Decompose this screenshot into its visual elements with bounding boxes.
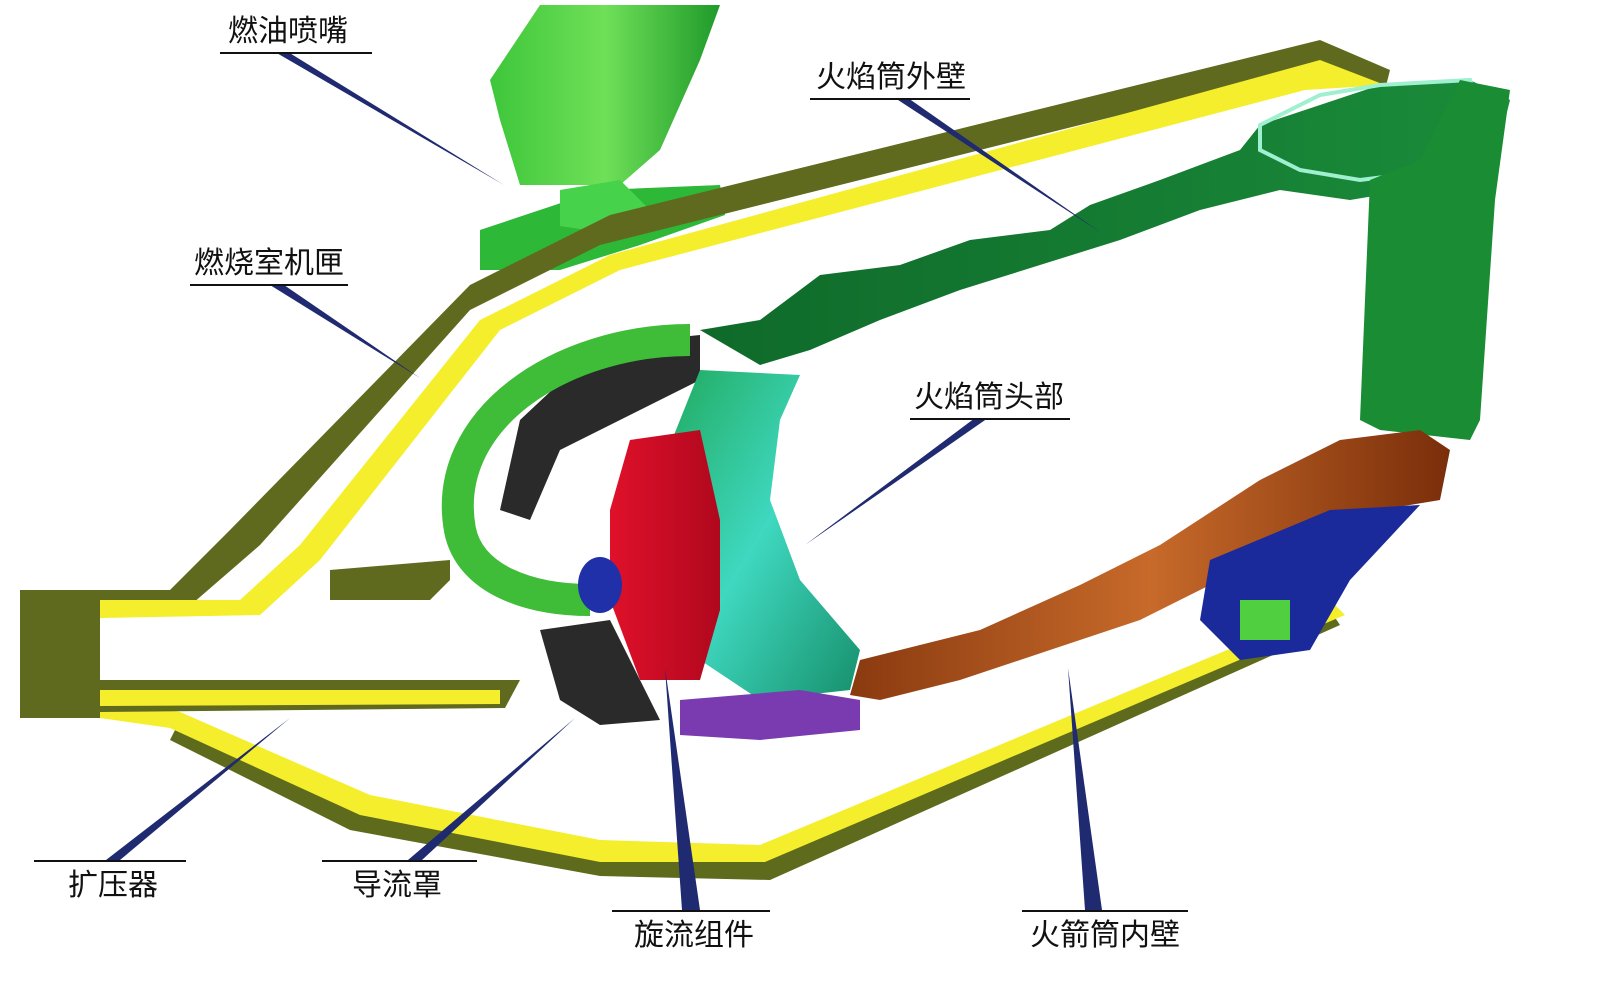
underline-liner-inner-wall <box>1022 910 1188 912</box>
underline-combustor-casing <box>190 284 348 286</box>
underline-swirler <box>612 910 770 912</box>
diffuser-flow-band <box>100 60 1385 862</box>
label-diffuser: 扩压器 <box>68 868 158 903</box>
fuel-feed-tube <box>442 324 691 616</box>
label-liner-dome: 火焰筒头部 <box>914 380 1064 415</box>
label-liner-outer-wall: 火焰筒外壁 <box>816 60 966 95</box>
leader-swirler <box>665 668 700 910</box>
label-liner-inner-wall: 火箭筒内壁 <box>1030 918 1180 953</box>
combustor-casing-shape <box>20 40 1390 880</box>
label-fuel-nozzle: 燃油喷嘴 <box>228 14 348 49</box>
label-combustor-casing: 燃烧室机匣 <box>194 246 344 281</box>
leader-liner-outer-wall <box>895 98 1100 232</box>
label-swirler-assembly: 旋流组件 <box>634 918 754 953</box>
leader-liner-inner-wall <box>1068 668 1102 910</box>
underline-fuel-nozzle <box>220 52 372 54</box>
underline-cowl <box>322 860 477 862</box>
cowl-shape <box>500 335 700 725</box>
underline-diffuser <box>34 860 186 862</box>
liner-outer-wall-shape <box>700 77 1510 440</box>
underline-liner-outer-wall <box>810 98 970 100</box>
leader-fuel-nozzle <box>275 52 504 185</box>
leader-cowl <box>408 718 575 860</box>
underline-liner-dome <box>910 418 1070 420</box>
liner-inner-wall-shape <box>850 430 1450 700</box>
leader-lines <box>106 52 1102 910</box>
leader-combustor-casing <box>270 285 420 378</box>
swirler-assembly-shape <box>578 430 860 740</box>
leader-diffuser <box>106 718 290 860</box>
leader-liner-dome <box>805 418 988 545</box>
label-cowl: 导流罩 <box>352 868 442 903</box>
